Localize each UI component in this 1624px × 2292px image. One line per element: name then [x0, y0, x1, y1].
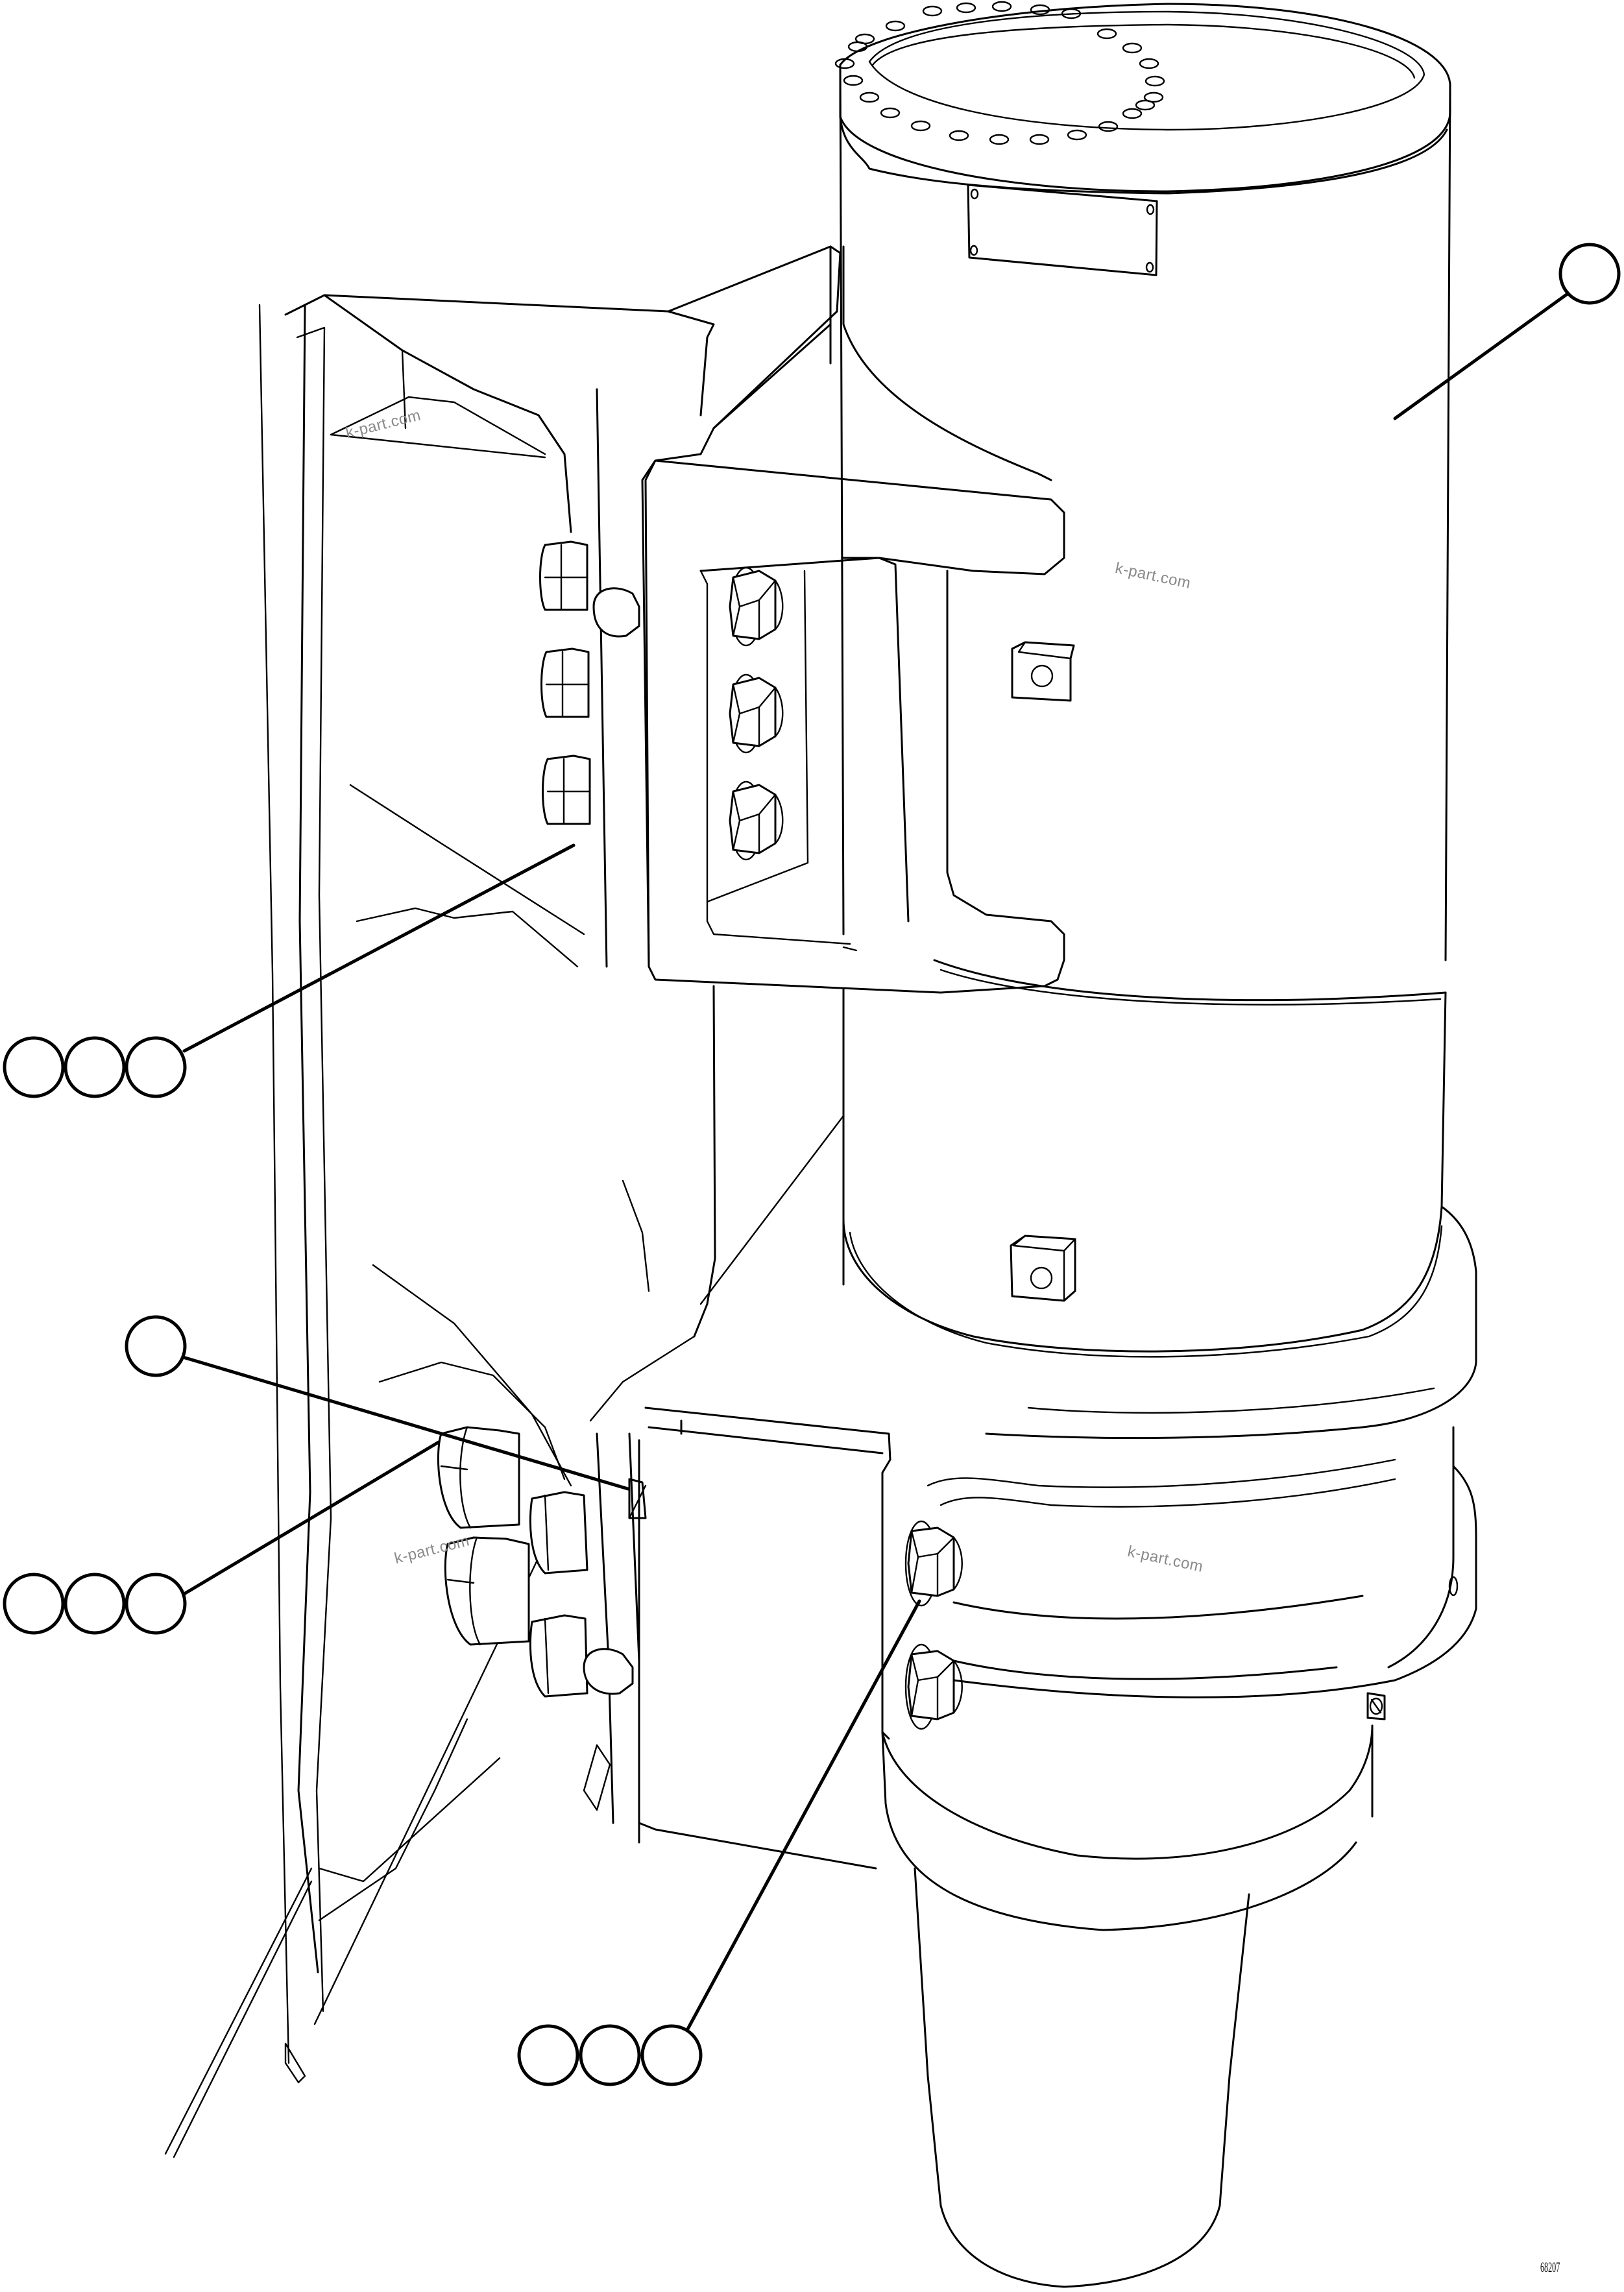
flange-bolt-holes — [834, 1, 1165, 145]
ground-line — [173, 1880, 313, 2158]
hex-bolt — [729, 780, 784, 861]
cylinder-body — [839, 64, 1451, 1286]
upper-hex-bolts — [729, 566, 784, 861]
callout-5[interactable] — [517, 2024, 703, 2086]
figure-number: 68207 — [1540, 2259, 1560, 2275]
lower-left-nuts — [437, 1426, 634, 1698]
upper-nut-ends — [539, 540, 640, 825]
lifting-lug-lower — [1010, 1235, 1076, 1302]
frame-plate — [164, 294, 670, 2155]
dowel-pin-lower — [583, 1648, 634, 1695]
top-flange-with-bolt-holes — [834, 1, 1451, 193]
nameplate — [967, 184, 1158, 276]
lower-clamp-collar — [842, 1205, 1477, 1720]
hex-bolt — [729, 673, 784, 754]
callout-2[interactable] — [3, 1036, 187, 1098]
callout-3[interactable] — [125, 1315, 187, 1377]
leader-lines — [181, 290, 1572, 2036]
upper-mounting-bracket — [644, 245, 1065, 994]
lifting-lug-upper — [1011, 641, 1075, 702]
support-post — [589, 245, 845, 1844]
callout-4[interactable] — [3, 1573, 187, 1635]
lower-hex-bolts — [904, 1520, 963, 1730]
lower-mounting-bracket — [628, 1406, 891, 1870]
grease-fitting — [1366, 1692, 1386, 1720]
callout-1[interactable] — [1558, 243, 1621, 305]
tapered-bottom-section — [881, 1724, 1374, 2288]
hex-bolt — [729, 566, 784, 647]
dowel-pin-upper — [592, 587, 640, 638]
